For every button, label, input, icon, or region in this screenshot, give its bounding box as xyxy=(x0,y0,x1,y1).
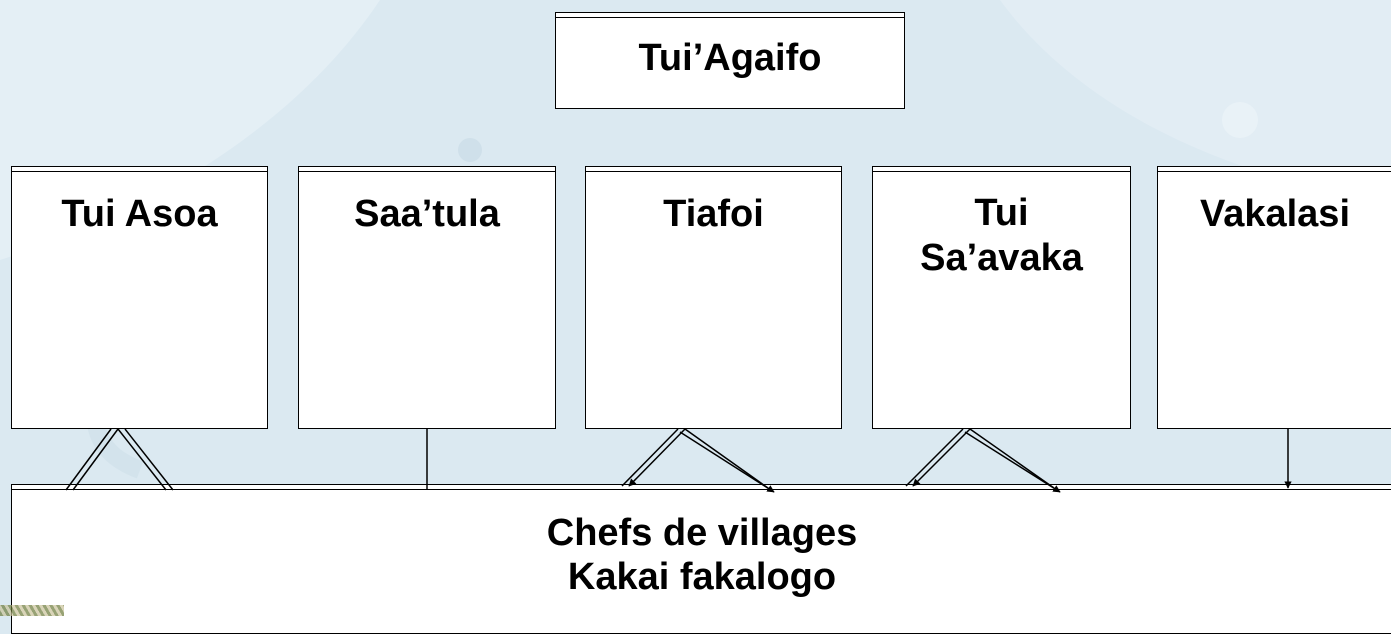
chief-label: Tiafoi xyxy=(663,193,764,235)
chief-label: Vakalasi xyxy=(1199,193,1351,235)
chief-label-line1: Tui xyxy=(974,192,1029,234)
connector-tui-saavaka xyxy=(905,428,1061,493)
villages-label-line1: Chefs de villages xyxy=(546,512,858,554)
chief-box-tui-asoa: Tui Asoa xyxy=(11,166,268,429)
connector-lines xyxy=(65,428,1292,493)
chief-box-tui-saavaka: Tui Sa’avaka xyxy=(872,166,1131,429)
villages-label-line2: Kakai fakalogo xyxy=(567,556,837,598)
villages-box: Chefs de villages Kakai fakalogo xyxy=(11,484,1391,634)
chief-label-line2: Sa’avaka xyxy=(920,237,1083,279)
chief-label: Tui Asoa xyxy=(61,193,218,235)
chief-label: Saa’tula xyxy=(354,193,500,235)
corner-logo-mark xyxy=(0,605,64,616)
chief-box-tiafoi: Tiafoi xyxy=(585,166,842,429)
chief-box-vakalasi: Vakalasi xyxy=(1157,166,1391,429)
connector-tiafoi xyxy=(621,428,775,493)
chief-box-saatula: Saa’tula xyxy=(298,166,556,429)
connector-tui-asoa xyxy=(65,428,174,491)
top-title-box: Tui’Agaifo xyxy=(555,12,905,109)
top-title-text: Tui’Agaifo xyxy=(638,37,822,79)
